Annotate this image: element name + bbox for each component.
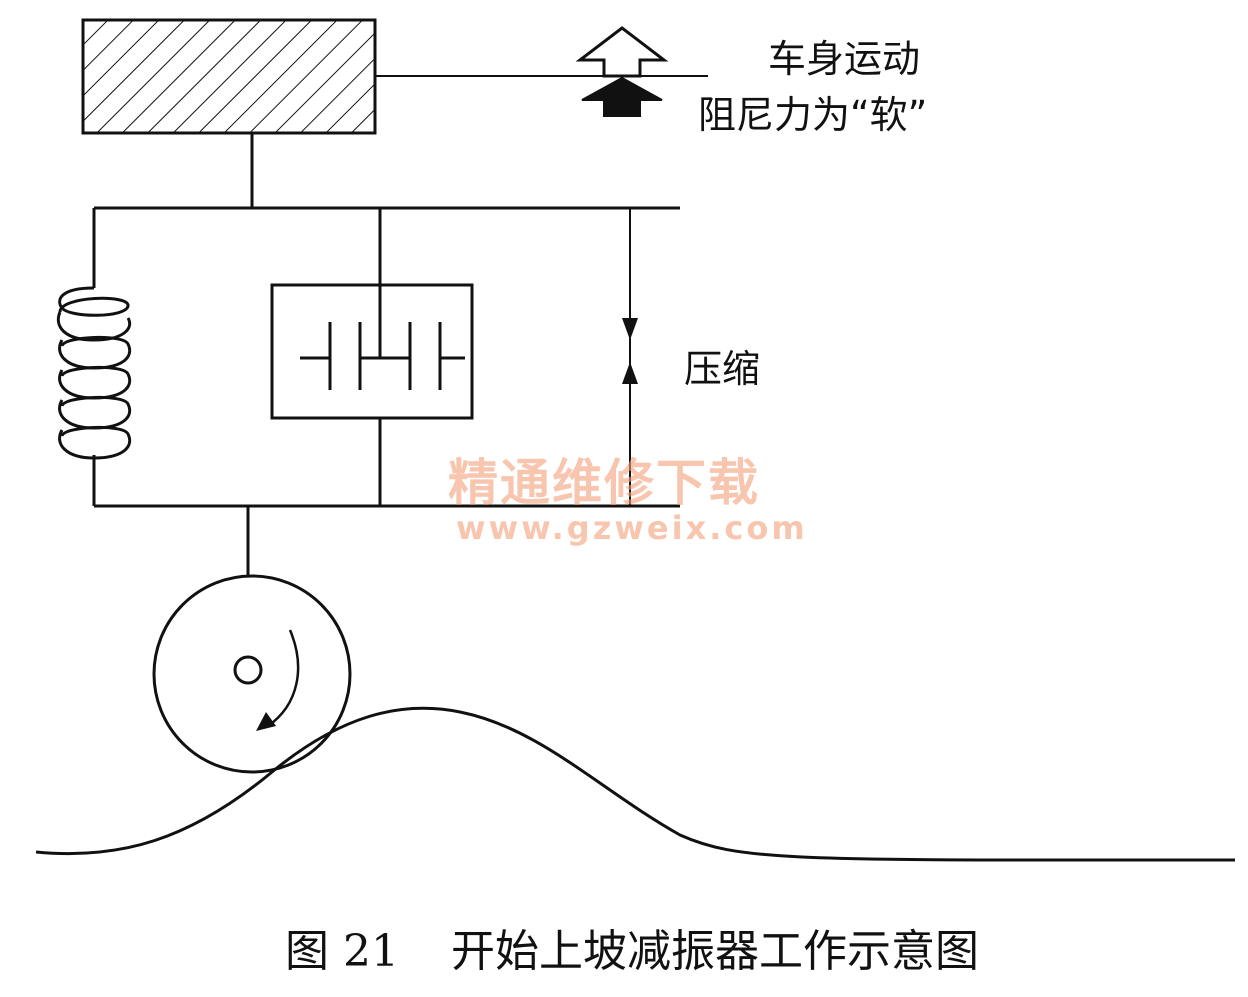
figure-title: 开始上坡减振器工作示意图 (450, 926, 979, 977)
rotation-arrowhead (256, 712, 276, 731)
damping-force-label: 阻尼力为“软” (698, 93, 928, 137)
car-body-mass (81, 18, 377, 135)
damper-cylinder (270, 283, 474, 420)
coil-spring (57, 286, 131, 460)
hollow-up-arrow-icon (575, 26, 669, 78)
watermark-text: 精通维修下载 (448, 454, 760, 512)
curved-rotation-arrow-icon (267, 629, 300, 728)
road-surface-hill (35, 706, 1236, 862)
compression-arrow-down-icon (622, 318, 638, 340)
compression-label: 压缩 (684, 347, 761, 391)
solid-up-arrow-icon (581, 76, 663, 117)
watermark-url: www.gzweix.com (456, 509, 808, 547)
wheel-hub (233, 655, 263, 685)
figure-number: 图 21 (285, 926, 399, 977)
compression-arrow-up-icon (622, 362, 638, 384)
body-motion-label: 车身运动 (768, 37, 921, 81)
